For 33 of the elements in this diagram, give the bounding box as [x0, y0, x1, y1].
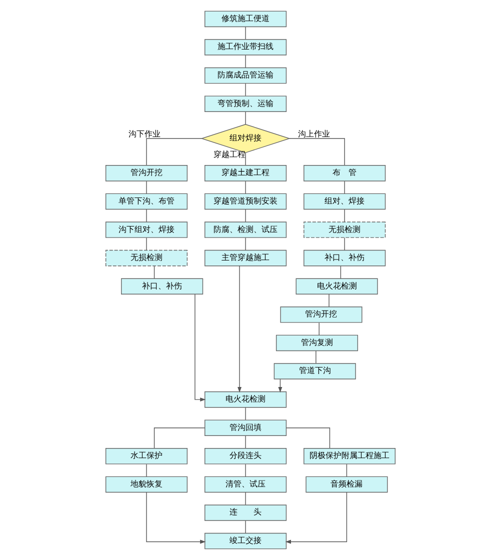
connector	[146, 138, 202, 166]
connector	[146, 209, 147, 222]
connector	[286, 428, 330, 448]
connector	[245, 152, 246, 166]
connector	[245, 436, 246, 449]
connector	[346, 464, 348, 477]
connector	[146, 464, 147, 477]
connector	[146, 180, 147, 194]
connector	[344, 209, 345, 222]
connector	[154, 266, 155, 279]
connector	[344, 237, 345, 250]
connector	[245, 112, 246, 125]
connector	[245, 492, 246, 506]
connector	[154, 428, 206, 448]
connector	[245, 407, 246, 420]
connector	[245, 520, 246, 534]
arrow	[194, 294, 206, 402]
connector	[245, 180, 246, 194]
connector	[245, 54, 246, 68]
connector	[318, 322, 320, 336]
connector	[245, 237, 246, 250]
connector	[245, 464, 246, 477]
connector	[289, 138, 345, 166]
arrow	[238, 266, 242, 393]
arrow	[146, 492, 206, 544]
connector	[245, 209, 246, 222]
connector	[245, 26, 246, 40]
connector	[328, 294, 330, 308]
connector	[344, 180, 345, 194]
connector	[245, 83, 246, 96]
connector	[146, 237, 147, 250]
connector	[340, 266, 342, 279]
arrow	[285, 492, 348, 544]
